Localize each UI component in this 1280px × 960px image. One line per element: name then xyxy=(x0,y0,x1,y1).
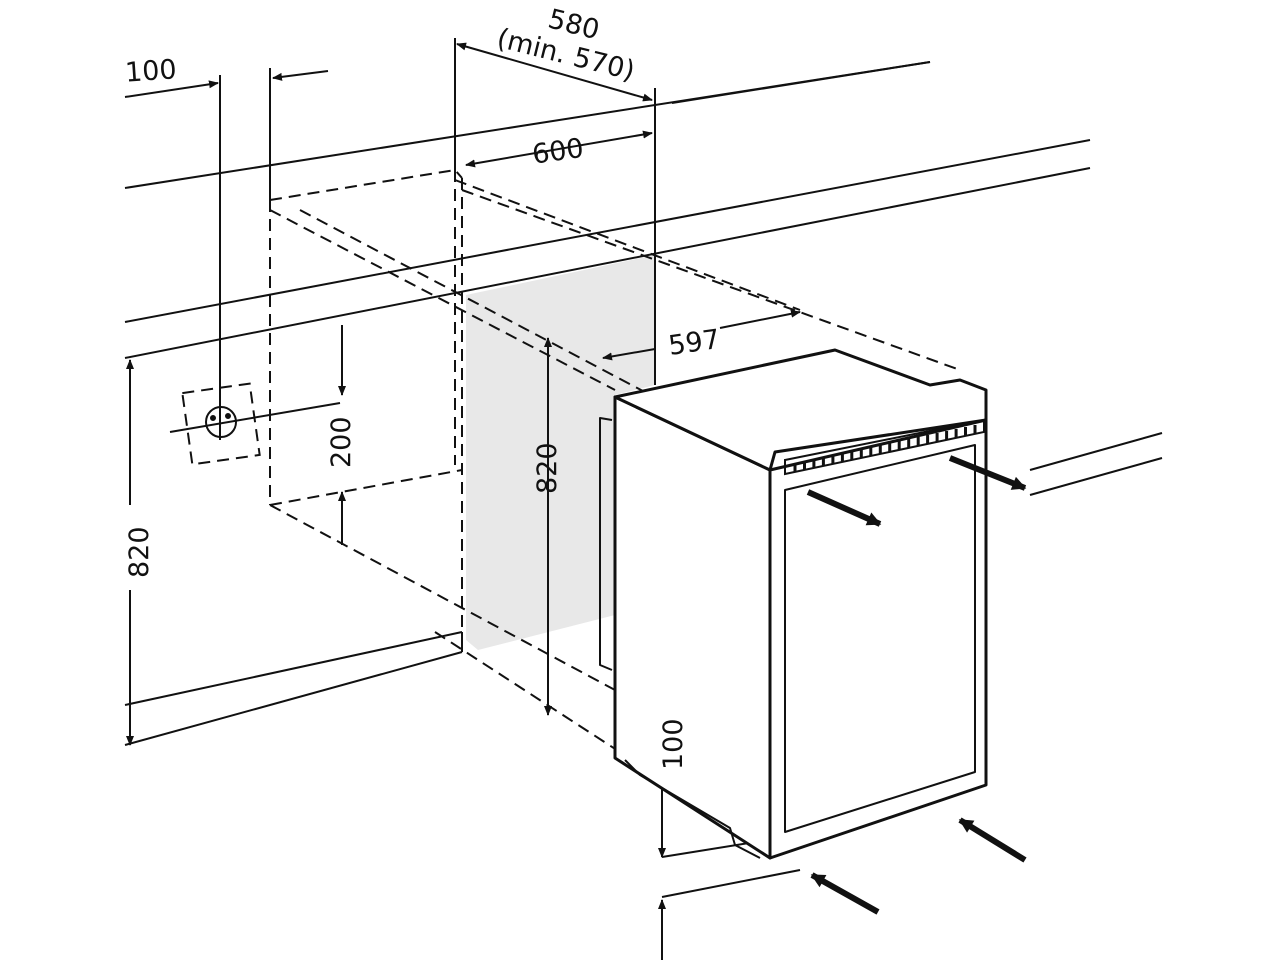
dimension-lines xyxy=(124,38,801,960)
niche-outline-dashed xyxy=(181,168,961,831)
label-plinth-100: 100 xyxy=(658,718,689,770)
label-offset-100-top: 100 xyxy=(124,54,178,89)
appliance-top-panel xyxy=(613,348,988,472)
airflow-in-arrow-icon xyxy=(810,872,880,915)
grille-slots xyxy=(793,425,977,472)
appliance-front-panel xyxy=(768,418,988,860)
appliance-side-panel xyxy=(613,395,772,860)
appliance-foot xyxy=(624,759,761,859)
label-left-height-820: 820 xyxy=(124,526,155,578)
label-niche-height-820: 820 xyxy=(532,442,563,494)
label-width-600: 600 xyxy=(530,133,585,171)
airflow-arrows xyxy=(806,455,1027,915)
label-socket-200: 200 xyxy=(326,416,357,468)
airflow-out-arrow-icon xyxy=(948,455,1027,491)
appliance-front-door xyxy=(784,444,976,833)
power-socket-icon xyxy=(181,382,261,466)
power-socket-symbol xyxy=(205,406,237,438)
label-depth-597: 597 xyxy=(667,324,722,362)
appliance-side-trim xyxy=(599,417,613,671)
ventilation-grille xyxy=(784,418,985,476)
appliance-body xyxy=(599,348,988,860)
airflow-in-arrow-icon xyxy=(958,817,1027,863)
airflow-out-arrow-icon xyxy=(806,489,882,527)
kitchen-countertop-lines xyxy=(124,61,1163,746)
